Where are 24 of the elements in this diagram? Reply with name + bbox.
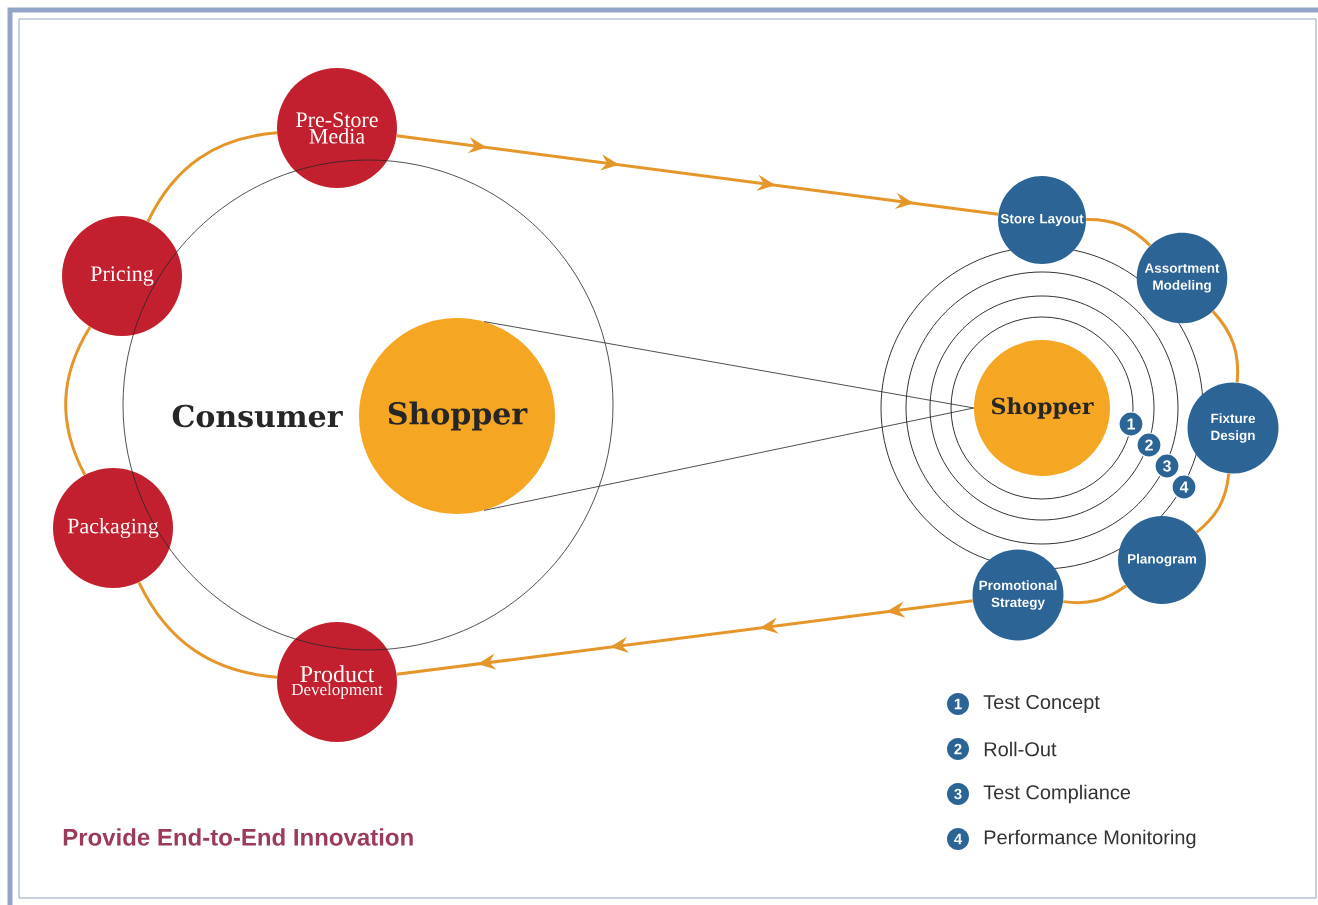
legend-text: Roll-Out <box>984 741 1057 757</box>
number-badge: 1 <box>1118 411 1144 437</box>
legend-text: Performance Monitoring <box>984 829 1196 849</box>
connector-line <box>137 581 278 679</box>
connector-line <box>146 131 278 223</box>
connector-line <box>483 321 975 409</box>
number-badge: 2 <box>947 738 969 760</box>
number-badge: 1 <box>947 693 969 715</box>
connector-line <box>64 326 92 476</box>
legend-text: Test Compliance <box>983 784 1131 804</box>
number-badge: 3 <box>1154 453 1180 479</box>
caption: Provide End-to-End Innovation <box>63 828 413 846</box>
number-badge: 3 <box>947 783 969 805</box>
legend-text: Test Concept <box>983 694 1100 714</box>
connector-line <box>1195 473 1231 534</box>
arrow <box>396 134 999 216</box>
connector-line <box>1211 310 1240 383</box>
number-badge: 4 <box>1171 474 1197 500</box>
number-badge: 2 <box>1136 432 1162 458</box>
connector-line <box>1086 218 1152 247</box>
arrow <box>396 599 973 676</box>
connector-line <box>483 407 975 511</box>
connector-line <box>1063 584 1127 605</box>
number-badge: 4 <box>947 828 969 850</box>
